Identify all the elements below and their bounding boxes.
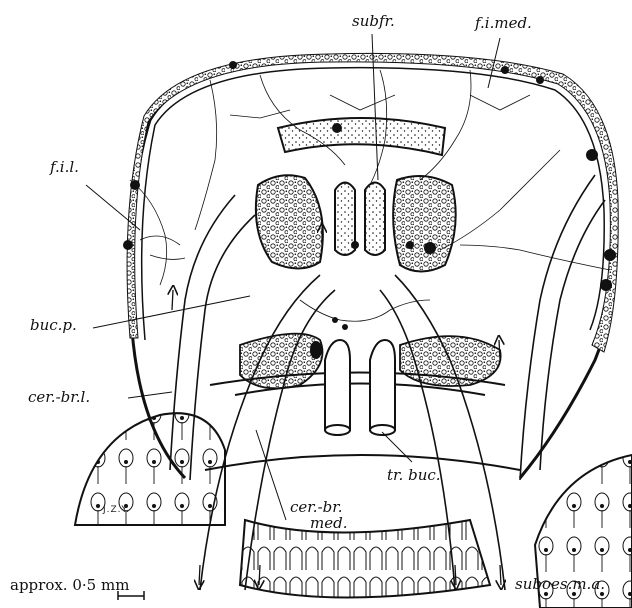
scale-bar-label: approx. 0·5 mm (10, 576, 129, 594)
label-cer-br-med: cer.-br. med. (290, 500, 347, 532)
label-buc-p: buc.p. (30, 318, 77, 333)
cross-bands (205, 373, 520, 471)
label-suboes-ma: suboes.m.a. (515, 577, 605, 592)
frontal-bar (278, 118, 445, 155)
artist-initials: J.Z.Y. (103, 505, 130, 515)
label-fi-med: f.i.med. (475, 16, 532, 31)
label-fil: f.i.l. (50, 160, 79, 175)
label-subfr: subfr. (352, 14, 395, 29)
label-cer-br-med-line2: med. (290, 516, 347, 532)
label-tr-buc: tr. buc. (387, 468, 441, 483)
buccal-tubes (325, 340, 395, 435)
label-cer-br-l: cer.-br.l. (28, 390, 90, 405)
